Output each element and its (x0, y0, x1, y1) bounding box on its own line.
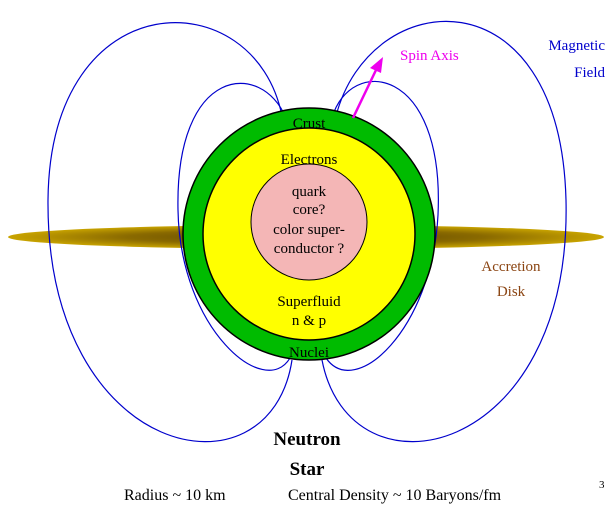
core-label-line-2: core? (293, 202, 326, 218)
caption-density-exponent: 3 (599, 479, 605, 491)
caption-radius: Radius ~ 10 km (124, 487, 226, 504)
nuclei-label: Nuclei (289, 345, 329, 361)
core-label-line-3: color super- (273, 222, 345, 238)
electrons-label: Electrons (281, 152, 338, 168)
spin-axis-arrow (351, 57, 383, 119)
core-label-line-4: conductor ? (274, 241, 345, 257)
caption-density: Central Density ~ 10 Baryons/fm (288, 487, 502, 504)
accretion-disk-label-line-2: Disk (497, 284, 526, 300)
magnetic-field-lines (47, 20, 567, 443)
field-line-outer-right (321, 20, 567, 443)
field-line-inner-left (177, 82, 291, 371)
core-label-line-1: quark (292, 184, 327, 200)
superfluid-label-line-1: Superfluid (277, 294, 341, 310)
superfluid-label-line-2: n & p (292, 313, 326, 329)
spin-axis-label: Spin Axis (400, 48, 459, 64)
accretion-disk-label-line-1: Accretion (481, 259, 541, 275)
field-line-inner-right (325, 80, 439, 371)
title-line-2: Star (290, 459, 325, 480)
crust-label: Crust (293, 116, 326, 132)
title-line-1: Neutron (273, 429, 341, 450)
field-line-outer-left (47, 22, 293, 443)
magnetic-field-label-line-2: Field (574, 65, 605, 81)
magnetic-field-label-line-1: Magnetic (548, 38, 605, 54)
quark-core (250, 163, 368, 281)
